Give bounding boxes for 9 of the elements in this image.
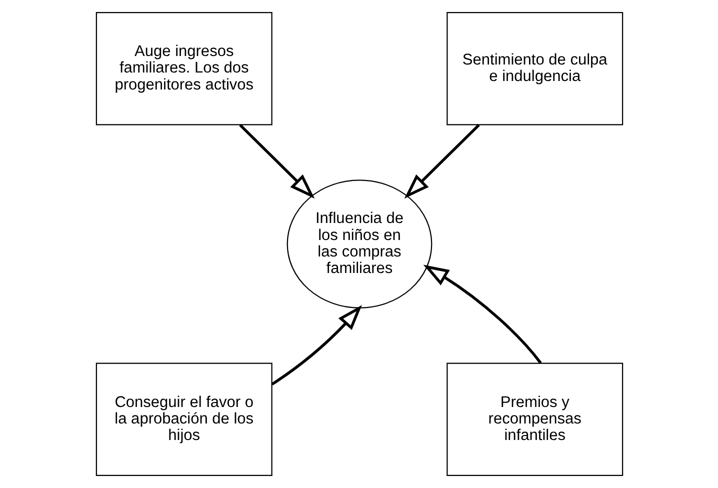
- arrow: [238, 124, 314, 199]
- node-ellipse: Influencia de los niños en las compras familiares: [286, 180, 432, 308]
- arrow: [422, 264, 542, 364]
- node-box: Conseguir el favor o la aprobación de los hijos: [95, 362, 272, 476]
- arrow: [404, 124, 480, 199]
- arrow: [270, 304, 362, 386]
- node-box: Auge ingresos familiares. Los dos progenitores activos: [95, 12, 272, 126]
- node-box: Sentimiento de culpa e indulgencia: [446, 12, 623, 126]
- node-box: Premios y recompensas infantiles: [446, 362, 623, 476]
